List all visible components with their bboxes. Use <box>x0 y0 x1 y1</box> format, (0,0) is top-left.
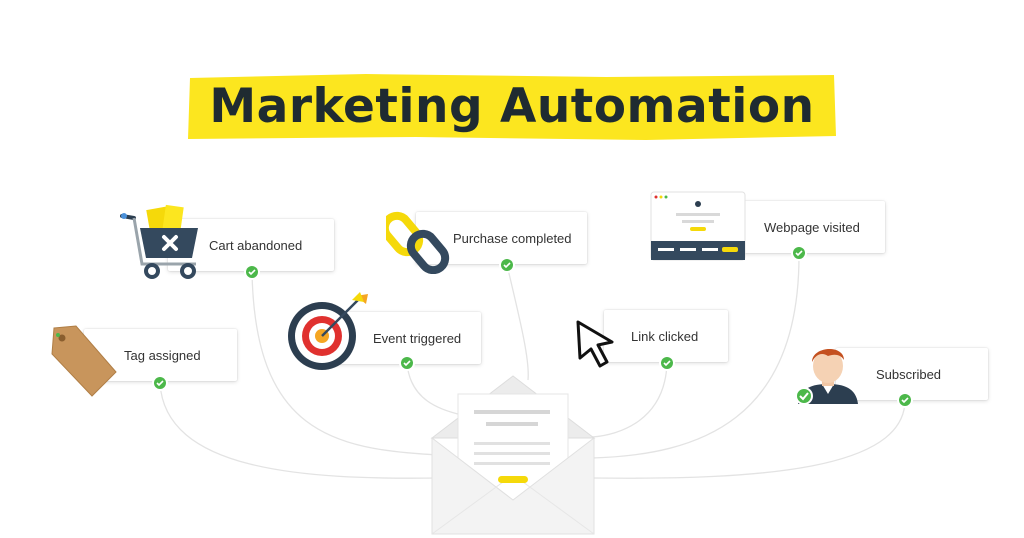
check-icon <box>661 357 673 369</box>
check-icon <box>246 266 258 278</box>
title-highlight <box>188 74 836 140</box>
price-tag-icon <box>51 325 117 397</box>
trigger-label: Event triggered <box>373 330 462 346</box>
open-envelope-icon <box>430 375 596 535</box>
user-avatar-icon <box>795 348 858 405</box>
webpage-icon <box>650 191 746 261</box>
trigger-card-subscribed: Subscribed <box>836 348 988 400</box>
trigger-label: Webpage visited <box>764 219 860 235</box>
mouse-cursor-icon <box>576 320 614 368</box>
trigger-card-link: Link clicked <box>604 310 728 362</box>
trigger-label: Subscribed <box>876 366 942 382</box>
trigger-card-cart: Cart abandoned <box>168 219 334 271</box>
trigger-card-webpage: Webpage visited <box>720 201 885 253</box>
trigger-label: Tag assigned <box>124 347 201 363</box>
chain-link-icon <box>386 211 450 274</box>
title-banner: Marketing Automation <box>186 72 838 142</box>
connector-link <box>591 362 668 438</box>
trigger-label: Link clicked <box>631 328 699 344</box>
check-icon <box>501 259 513 271</box>
check-icon <box>793 247 805 259</box>
connector-webpage <box>591 252 800 459</box>
check-icon <box>899 394 911 406</box>
connector-subscribed <box>591 399 906 479</box>
target-icon <box>288 292 368 370</box>
trigger-label: Cart abandoned <box>209 237 303 253</box>
connector-purchase <box>506 264 529 381</box>
connector-cart <box>251 271 441 456</box>
connector-tag <box>159 382 441 479</box>
connector-event <box>406 362 463 416</box>
check-icon <box>401 357 413 369</box>
check-icon <box>154 377 166 389</box>
shopping-cart-icon <box>120 204 198 279</box>
trigger-label: Purchase completed <box>453 230 572 246</box>
page-title: Marketing Automation <box>209 79 815 134</box>
